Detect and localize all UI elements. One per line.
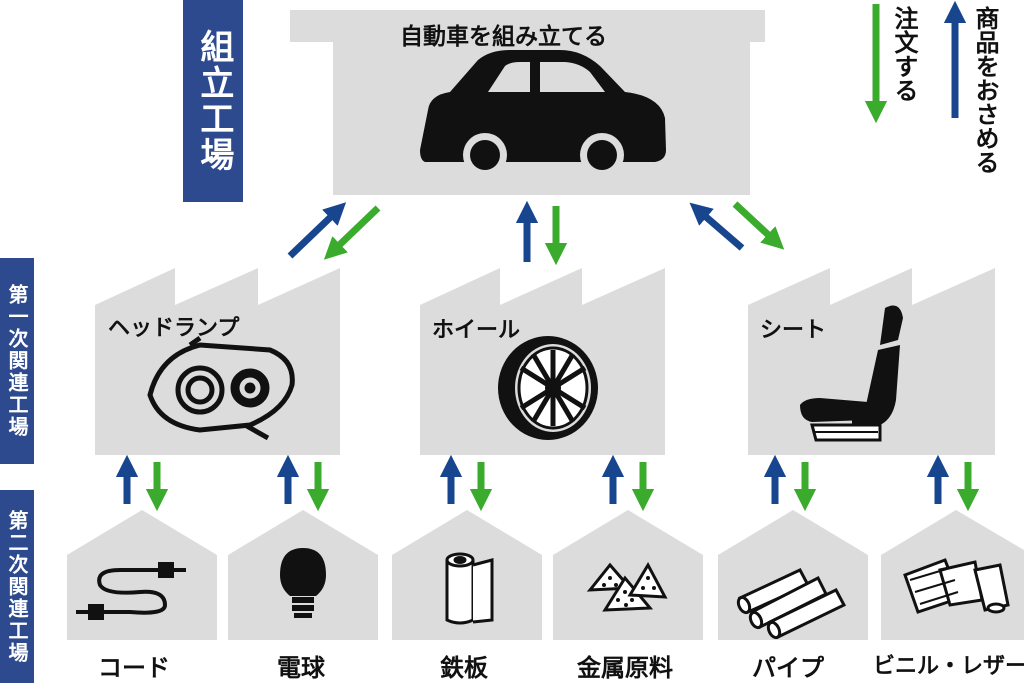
legend-order-label: 注文する	[890, 6, 918, 102]
tier2-side-label: 第二次関連工場	[0, 490, 34, 683]
seat-icon	[800, 305, 903, 442]
supplier-label-cable: コード	[98, 654, 170, 682]
car-icon	[420, 50, 666, 177]
pipes-icon	[736, 568, 847, 640]
headlamp-icon	[147, 335, 295, 441]
arrows-assembly-tier1	[287, 200, 785, 266]
arrows-tier1-tier2	[115, 454, 980, 512]
headlamp-factory-label: ヘッドランプ	[108, 316, 240, 341]
supplier-panel-cable	[67, 510, 217, 640]
steel-roll-icon	[445, 552, 494, 625]
cable-icon	[76, 562, 186, 620]
assembly-side-label: 組立工場	[183, 0, 243, 202]
metal-ore-icon	[586, 561, 668, 612]
supplier-panel-metal	[553, 510, 703, 640]
supplier-label-vinyl: ビニル・レザー	[873, 654, 1024, 679]
wheel-factory-label: ホイール	[432, 318, 521, 343]
tier1-side-label: 第一次関連工場	[0, 258, 34, 464]
wheel-icon	[498, 336, 598, 440]
supplier-label-steel: 鉄板	[440, 654, 488, 682]
seat-factory-label: シート	[760, 318, 827, 343]
supplier-label-bulb: 電球	[277, 654, 325, 682]
assembly-title: 自動車を組み立てる	[400, 24, 607, 50]
supplier-label-metal: 金属原料	[577, 654, 673, 682]
supplier-label-pipes: パイプ	[752, 654, 824, 682]
bulb-icon	[280, 548, 326, 618]
legend-deliver-label: 商品をおさめる	[971, 6, 999, 174]
vinyl-leather-icon	[903, 558, 1010, 614]
